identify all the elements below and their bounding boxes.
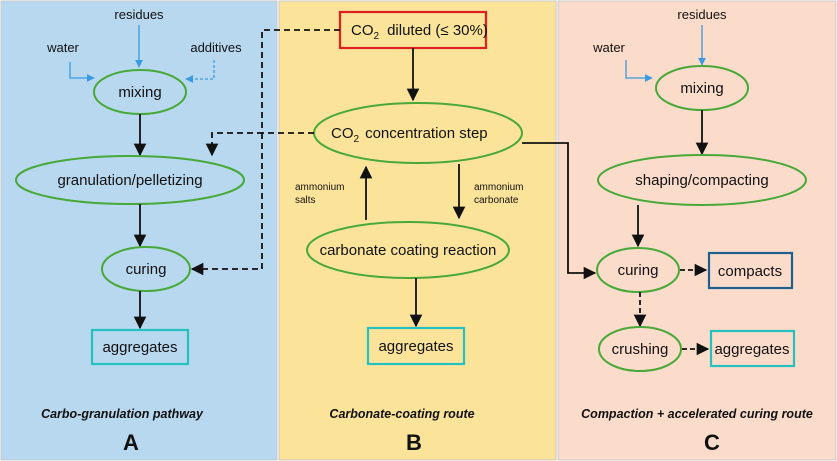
- compacts-product-box: [707, 251, 794, 290]
- ammonium-salts-label-line1: ammonium: [295, 182, 344, 193]
- water-input-label: water: [46, 40, 79, 55]
- aggregates-product-label-b: aggregates: [378, 338, 453, 355]
- water-input-label-c: water: [592, 40, 625, 55]
- panel-b-background: [278, 0, 557, 461]
- crushing-label: crushing: [612, 341, 669, 358]
- water-to-mixing-arrow: [69, 62, 95, 82]
- curing-label-c: curing: [618, 262, 659, 279]
- panel-c-caption: Compaction + accelerated curing route: [581, 407, 813, 421]
- panel-b-caption: Carbonate-coating route: [329, 407, 474, 421]
- water-to-mixing-arrow-c: [625, 60, 653, 82]
- aggregates-product-label: aggregates: [102, 339, 177, 356]
- aggregates-product-box-b: [366, 326, 466, 366]
- additives-to-mixing-arrow: [185, 60, 215, 83]
- carbonate-coating-node: [306, 221, 510, 279]
- ammonium-carbonate-label-line1: ammonium: [474, 182, 523, 193]
- aggregates-product-label-c: aggregates: [714, 341, 789, 358]
- crushing-node: [598, 326, 682, 372]
- compacts-product-label: compacts: [718, 263, 782, 280]
- curing-node: [101, 246, 191, 292]
- panel-b-letter: B: [406, 430, 422, 455]
- shaping-label: shaping/compacting: [635, 172, 768, 189]
- additives-input-label: additives: [190, 40, 242, 55]
- granulation-node: [15, 155, 245, 205]
- cross-panel-connectors: [190, 29, 597, 280]
- panel-a-letter: A: [123, 430, 139, 455]
- panel-a-caption: Carbo-granulation pathway: [41, 407, 204, 421]
- granulation-label: granulation/pelletizing: [57, 172, 202, 189]
- panel-a-background: [0, 0, 278, 461]
- ammonium-carbonate-label-line2: carbonate: [474, 195, 519, 206]
- residues-input-label: residues: [114, 7, 164, 22]
- curing-node-c: [596, 247, 680, 293]
- aggregates-product-box-c: [709, 329, 796, 368]
- ammonium-salts-label-line2: salts: [295, 195, 316, 206]
- concentration-to-curing-c-arrow: [522, 142, 597, 280]
- panel-a: residues water additives mixing granulat…: [15, 7, 245, 455]
- shaping-node: [597, 154, 807, 206]
- panel-c-letter: C: [704, 430, 720, 455]
- to-curing-a-dashed-arrow: [190, 133, 263, 276]
- mixing-label: mixing: [118, 84, 161, 101]
- aggregates-product-box: [90, 328, 190, 366]
- panel-c-background: [557, 0, 837, 461]
- curing-label: curing: [126, 261, 167, 278]
- residues-input-label-c: residues: [677, 7, 727, 22]
- panel-c: residues water mixing shaping/compacting…: [581, 7, 813, 455]
- carbonate-coating-label: carbonate coating reaction: [320, 242, 497, 259]
- mixing-label-c: mixing: [680, 80, 723, 97]
